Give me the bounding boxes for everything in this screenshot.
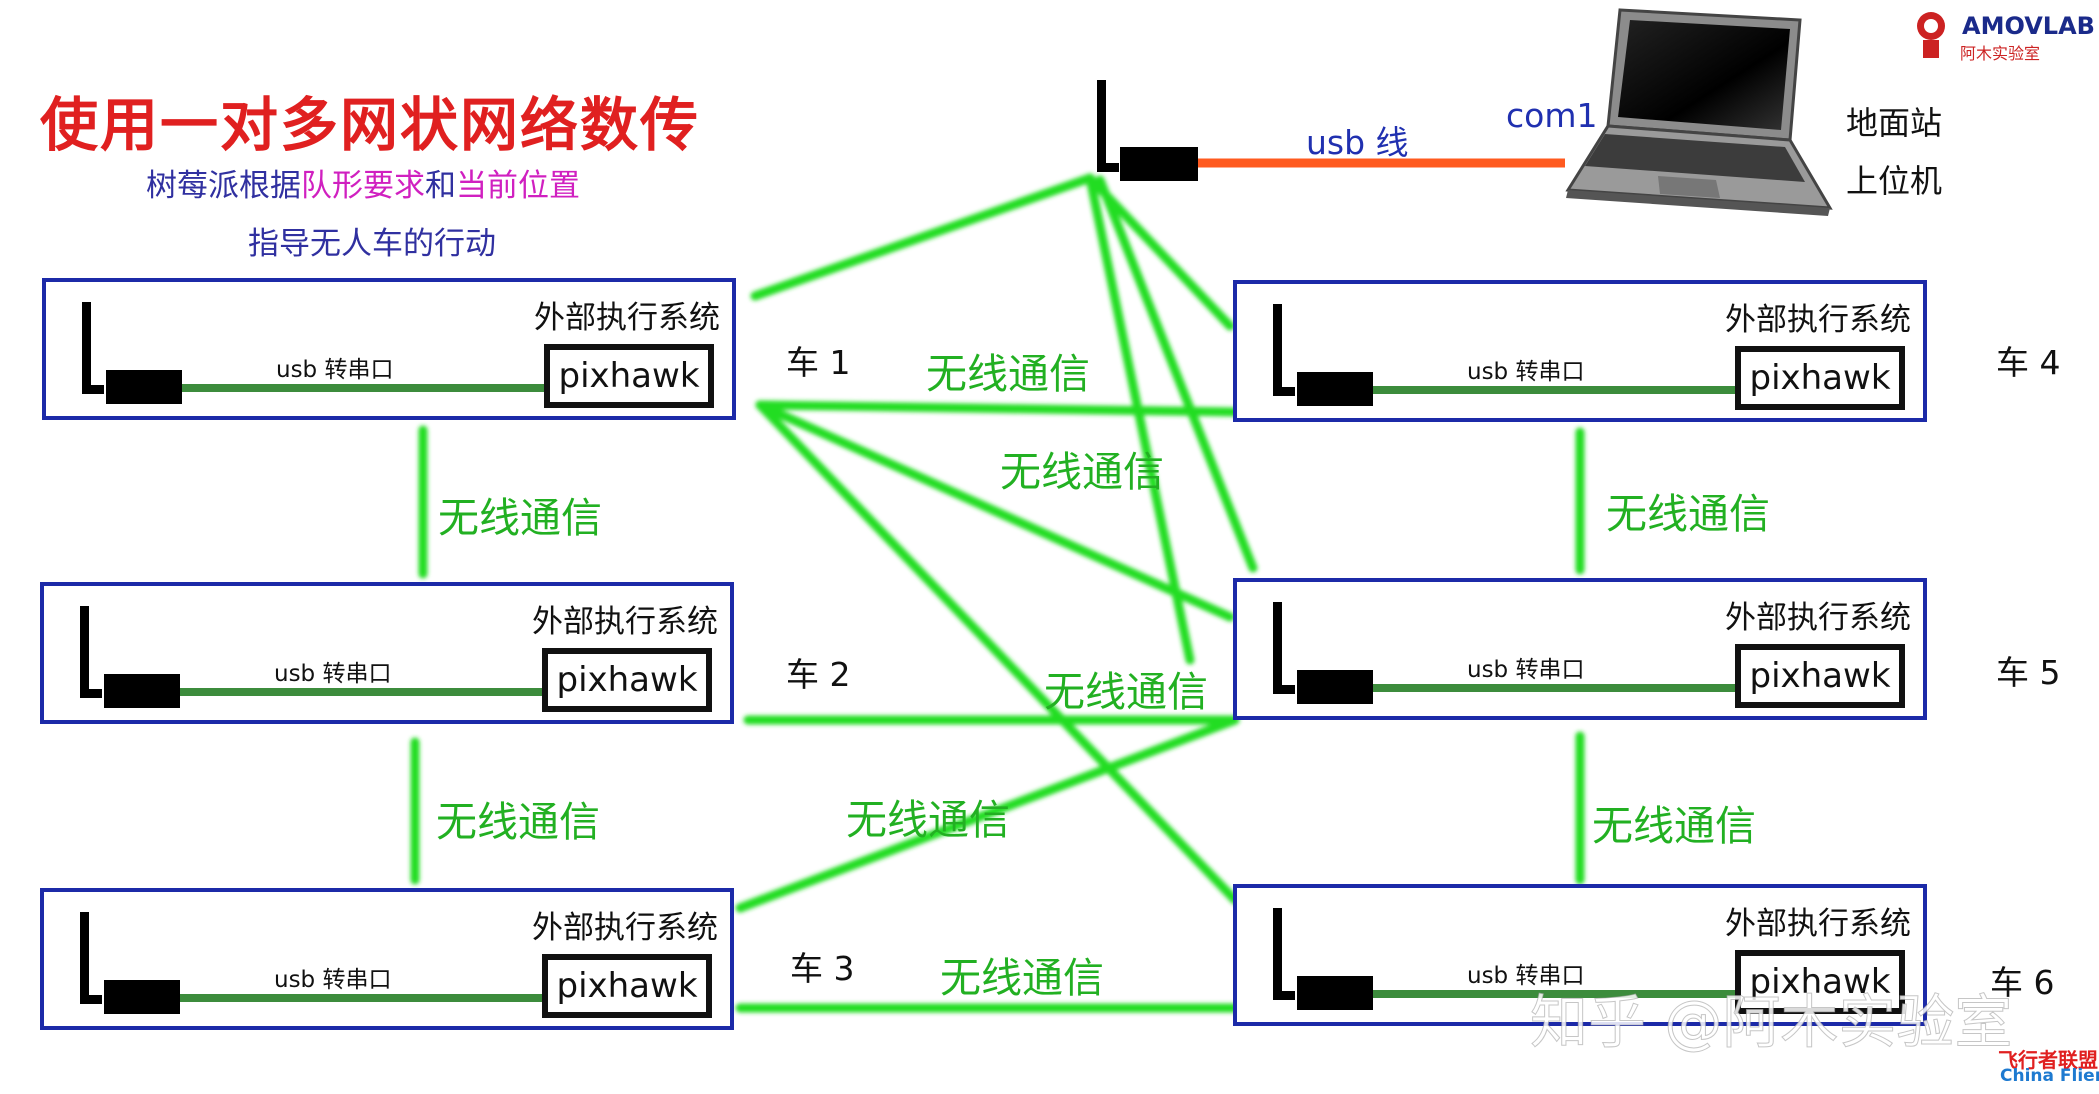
exec-system-label: 外部执行系统 [534,300,720,336]
page-title: 使用一对多网状网络数传 [40,91,701,159]
subtitle-part4: 当前位置 [456,168,580,204]
exec-system-label: 外部执行系统 [532,910,718,946]
pixhawk-box: pixhawk [542,954,712,1018]
car-3-box: usb 转串口 外部执行系统 pixhawk [40,888,734,1030]
antenna-icon [1273,602,1282,694]
antenna-foot [80,995,102,1004]
exec-system-label: 外部执行系统 [532,604,718,640]
pixhawk-box: pixhawk [1735,346,1905,410]
radio-module-icon [1297,976,1373,1010]
site-watermark-cn: 飞行者联盟 [1998,1048,2098,1072]
subtitle-part1: 树莓派根据 [146,168,301,204]
usb-serial-wire [180,994,550,1002]
link-label: 无线通信 [438,494,602,542]
usb-serial-wire [1373,386,1743,394]
usb-cable-label: usb 线 [1306,123,1409,162]
exec-system-label: 外部执行系统 [1725,302,1911,338]
pixhawk-box: pixhawk [542,648,712,712]
radio-module-icon [104,674,180,708]
link-car1-car4 [755,400,1240,417]
antenna-foot [82,385,104,394]
link-label: 无线通信 [1044,668,1208,716]
car-2-box: usb 转串口 外部执行系统 pixhawk [40,582,734,724]
link-base-car6 [1085,173,1195,665]
radio-module-icon [106,370,182,404]
link-car3-car5 [735,715,1240,913]
link-label: 无线通信 [940,954,1104,1002]
com-port-label: com1 [1506,96,1598,135]
link-car1-car6 [755,400,1240,905]
usb-serial-wire [1373,990,1743,998]
subtitle-line1: 树莓派根据队形要求和当前位置 [146,160,580,205]
antenna-foot [80,689,102,698]
antenna-icon [80,606,89,698]
usb-serial-label: usb 转串口 [1467,657,1585,683]
link-label: 无线通信 [1592,802,1756,850]
pixhawk-box: pixhawk [1735,644,1905,708]
subtitle-part3: 和 [425,168,456,204]
car-4-label: 车 4 [1996,343,2061,382]
link-label: 无线通信 [846,796,1010,844]
car-4-box: usb 转串口 外部执行系统 pixhawk [1233,280,1927,422]
link-label: 无线通信 [436,798,600,846]
car-6-box: usb 转串口 外部执行系统 pixhawk [1233,884,1927,1026]
car-2-label: 车 2 [786,655,851,694]
usb-serial-label: usb 转串口 [276,357,394,383]
pixhawk-box: pixhawk [544,344,714,408]
car-3-label: 车 3 [790,949,855,988]
ground-station-label: 地面站 [1846,104,1943,142]
site-watermark-en: China Flier [2000,1066,2099,1086]
antenna-icon [1273,908,1282,1000]
link-label: 无线通信 [1606,490,1770,538]
car-1-box: usb 转串口 外部执行系统 pixhawk [42,278,736,420]
link-label: 无线通信 [1000,448,1164,496]
link-car1-car5 [755,400,1235,622]
wireless-links [410,173,1585,1013]
link-label: 无线通信 [926,350,1090,398]
subtitle-part2: 队形要求 [301,168,425,204]
amovlab-logo-icon [1917,12,1945,58]
antenna-icon [1273,304,1282,396]
base-antenna-icon [1097,80,1198,181]
antenna-foot [1273,685,1295,694]
radio-module-icon [1297,670,1373,704]
subtitle-line2: 指导无人车的行动 [248,226,496,262]
exec-system-label: 外部执行系统 [1725,906,1911,942]
car-6-label: 车 6 [1990,963,2055,1002]
zhihu-watermark: 知乎 @阿木实验室 [1529,988,2013,1057]
car-5-label: 车 5 [1996,653,2061,692]
link-base-car1 [750,173,1095,301]
radio-module-icon [1297,372,1373,406]
host-computer-label: 上位机 [1846,162,1943,200]
link-base-car5 [1095,175,1258,573]
usb-serial-label: usb 转串口 [274,967,392,993]
usb-serial-label: usb 转串口 [1467,359,1585,385]
antenna-foot [1273,387,1295,396]
exec-system-label: 外部执行系统 [1725,600,1911,636]
radio-module-icon [104,980,180,1014]
usb-serial-wire [180,688,550,696]
usb-serial-wire [182,384,552,392]
logo-name: AMOVLAB [1962,12,2095,40]
antenna-icon [82,302,91,394]
laptop-icon [1565,8,1833,216]
pixhawk-box: pixhawk [1735,950,1905,1014]
usb-serial-wire [1373,684,1743,692]
car-1-label: 车 1 [786,343,851,382]
car-5-box: usb 转串口 外部执行系统 pixhawk [1233,578,1927,720]
antenna-foot [1273,991,1295,1000]
logo-subtitle: 阿木实验室 [1960,44,2041,63]
antenna-icon [80,912,89,1004]
usb-serial-label: usb 转串口 [274,661,392,687]
usb-serial-label: usb 转串口 [1467,963,1585,989]
